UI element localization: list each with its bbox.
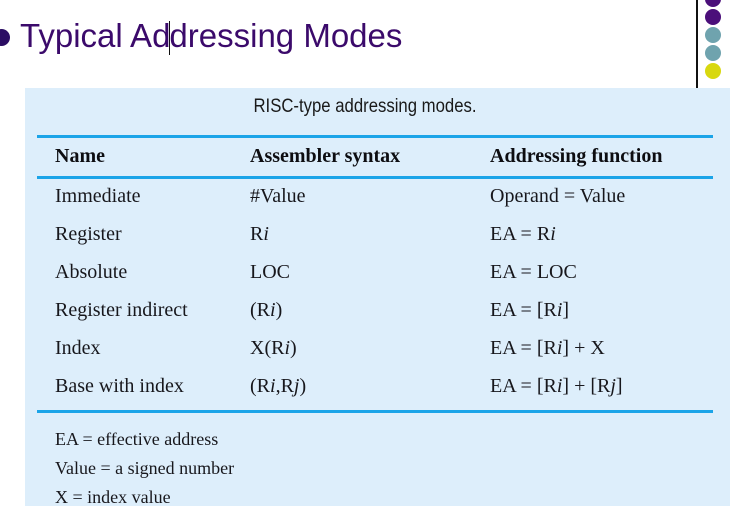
column-header-function: Addressing function [490, 145, 663, 167]
dot-yellow-1 [705, 63, 721, 79]
cell-name: Register [55, 223, 122, 245]
table-footnote: X = index value [55, 487, 171, 507]
column-header-syntax: Assembler syntax [250, 145, 401, 167]
table-footnote: EA = effective address [55, 429, 219, 449]
table-footnote: Value = a signed number [55, 458, 235, 478]
cell-name: Base with index [55, 375, 184, 397]
dot-purple-2 [705, 9, 721, 25]
cell-syntax: X(Ri) [250, 337, 297, 359]
cell-name: Index [55, 337, 101, 359]
cell-function: Operand = Value [490, 185, 626, 207]
cell-name: Register indirect [55, 299, 188, 321]
bullet-icon [0, 28, 10, 46]
table-panel: RISC-type addressing modes. Name Assembl… [25, 88, 730, 506]
cell-name: Immediate [55, 185, 141, 207]
page-title: Typical Addressing Modes [0, 12, 402, 62]
cell-function: EA = [Ri] [490, 299, 570, 321]
table-row: Immediate #Value Operand = Value [25, 182, 730, 220]
decorative-vertical-rule [696, 0, 698, 88]
cell-syntax: LOC [250, 261, 290, 283]
dot-teal-1 [705, 27, 721, 43]
cell-syntax: Ri [250, 223, 269, 245]
table-rule-top [37, 135, 713, 138]
cell-syntax: #Value [250, 185, 306, 207]
table-rule-middle [37, 176, 713, 179]
page-title-part-2: dressing Modes [169, 17, 403, 54]
page-title-part-1: Typical Ad [20, 17, 171, 54]
cell-function: EA = [Ri] + [Rj] [490, 375, 623, 397]
table-row: Register indirect (Ri) EA = [Ri] [25, 296, 730, 334]
text-caret [169, 21, 171, 55]
table-caption: RISC-type addressing modes. [253, 96, 477, 117]
cell-function: EA = LOC [490, 261, 577, 283]
cell-syntax: (Ri,Rj) [250, 375, 307, 397]
table-header-row: Name Assembler syntax Addressing functio… [25, 142, 730, 174]
column-header-name: Name [55, 145, 105, 167]
dot-purple-1 [705, 0, 721, 7]
cell-function: EA = [Ri] + X [490, 337, 605, 359]
table-row: Register Ri EA = Ri [25, 220, 730, 258]
cell-name: Absolute [55, 261, 128, 283]
dot-teal-2 [705, 45, 721, 61]
table-row: Base with index (Ri,Rj) EA = [Ri] + [Rj] [25, 372, 730, 410]
page-title-text: Typical Addressing Modes [20, 19, 402, 55]
cell-function: EA = Ri [490, 223, 556, 245]
table-row: Index X(Ri) EA = [Ri] + X [25, 334, 730, 372]
decorative-dot-column [705, 0, 729, 81]
table-rule-bottom [37, 410, 713, 413]
table-row: Absolute LOC EA = LOC [25, 258, 730, 296]
cell-syntax: (Ri) [250, 299, 283, 321]
